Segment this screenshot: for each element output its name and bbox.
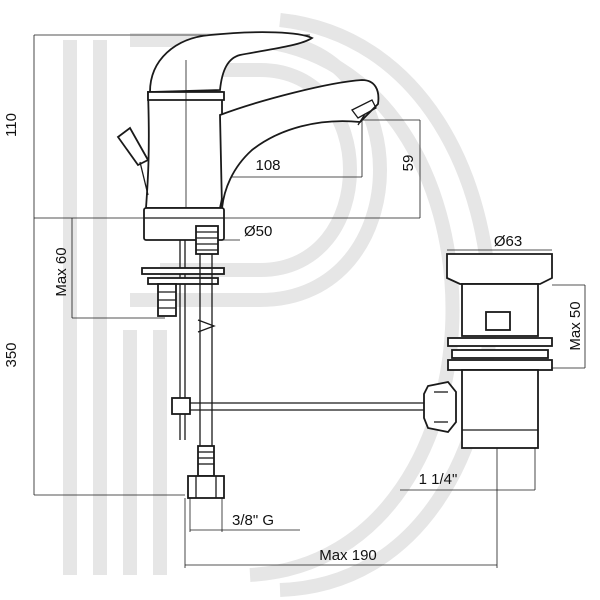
faucet-body xyxy=(116,31,380,241)
drain-assembly xyxy=(423,253,553,449)
dim-350 xyxy=(33,218,185,496)
dim-59-label: 59 xyxy=(400,155,417,172)
dim-max190-label: Max 190 xyxy=(319,547,377,564)
dim-inlet-thread-label: 3/8" G xyxy=(232,512,274,529)
dim-max50-label: Max 50 xyxy=(567,301,584,350)
dim-108-label: 108 xyxy=(255,157,280,174)
dim-drain-thread-label: 1 1/4" xyxy=(419,471,458,488)
dim-inlet-thread xyxy=(189,498,300,532)
mounting-assembly xyxy=(141,225,430,499)
dim-110-label: 110 xyxy=(3,113,20,137)
dim-dia50-label: Ø50 xyxy=(244,223,272,240)
dim-59 xyxy=(362,119,421,218)
dim-max60-label: Max 60 xyxy=(53,247,70,296)
dim-max60 xyxy=(71,218,165,319)
dim-dia63-label: Ø63 xyxy=(494,233,522,250)
dim-350-label: 350 xyxy=(3,342,20,367)
